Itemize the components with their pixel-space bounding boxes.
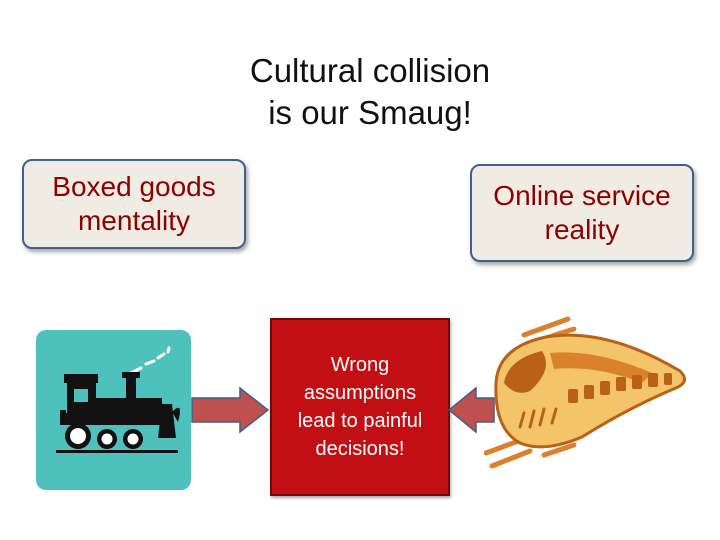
center-line-1: Wrong: [330, 354, 390, 376]
steam-locomotive-tile: [36, 330, 191, 490]
center-line-2: assumptions: [303, 382, 417, 404]
right-arrow-icon: [191, 386, 270, 434]
bullet-train-icon: [484, 316, 686, 469]
online-service-line-2: reality: [544, 214, 620, 245]
center-line-4: decisions!: [315, 438, 405, 460]
slide-title: Cultural collision is our Smaug!: [160, 50, 580, 134]
boxed-goods-box: Boxed goods mentality: [22, 159, 246, 249]
center-line-3: lead to painful: [297, 410, 423, 432]
online-service-line-1: Online service: [493, 180, 671, 211]
steam-locomotive-icon: [56, 346, 180, 453]
left-arrow-icon: [447, 386, 495, 434]
boxed-goods-line-2: mentality: [77, 205, 191, 236]
title-line-2: is our Smaug!: [268, 94, 472, 131]
wrong-assumptions-box: Wrong assumptions lead to painful decisi…: [270, 318, 450, 496]
online-service-box: Online service reality: [470, 164, 694, 262]
boxed-goods-line-1: Boxed goods: [52, 171, 216, 202]
title-line-1: Cultural collision: [249, 52, 491, 89]
